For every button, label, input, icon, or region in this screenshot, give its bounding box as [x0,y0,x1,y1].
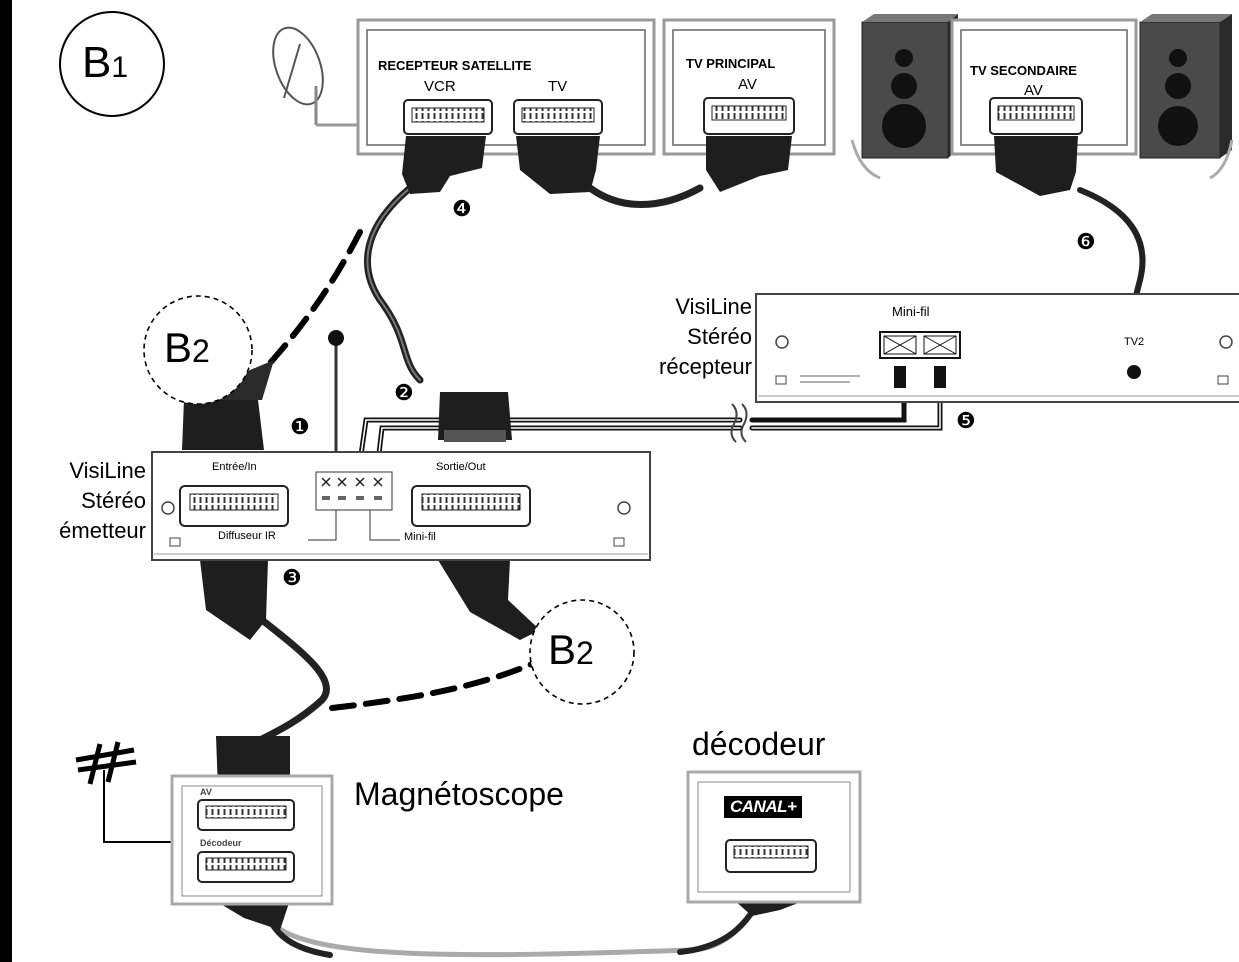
b2-label-lower: B2 [548,626,594,673]
speaker-right-icon [1139,14,1234,180]
vcr-av-label: AV [200,787,212,797]
emitter-ir-label: Diffuseur IR [218,530,276,542]
vcr-box [170,774,334,906]
emitter-box [151,451,651,561]
tv2-label: TV2 [1124,336,1145,348]
vcr-label: Magnétoscope [354,776,564,812]
antenna-icon [75,741,172,843]
port-tv-label: TV [548,78,568,95]
step-2: ❷ [394,380,414,405]
step-4: ❹ [452,196,472,221]
step-1: ❶ [290,414,310,439]
step-3: ❸ [282,565,302,590]
canal-plus-logo: CANAL+ [724,796,803,818]
speaker-left-icon [850,14,958,180]
decoder-box [686,770,862,904]
vcr-decoder-label: Décodeur [200,838,242,848]
receiver-box [755,293,1239,403]
decoder-label: décodeur [692,726,826,762]
emitter-output-label: Sortie/Out [436,461,486,473]
secondary-tv-title: TV SECONDAIRE [970,63,1077,78]
b1-label: B1 [82,38,129,87]
satellite-dish-icon [272,26,360,127]
emitter-minifil-label: Mini-fil [404,531,436,543]
b2-circle-upper [143,295,253,405]
port-vcr-label: VCR [424,78,456,95]
scart-plugs [182,136,1078,930]
satellite-receiver [356,18,656,156]
step-6: ❻ [1076,229,1096,254]
main-tv-av-label: AV [738,76,757,93]
emitter-label: VisiLine Stéréo émetteur [59,458,146,543]
cables [256,184,1146,958]
secondary-tv-av-label: AV [1024,82,1043,99]
b1-circle [59,11,165,117]
satellite-receiver-title: RECEPTEUR SATELLITE [378,58,532,73]
left-margin-bar [0,0,12,962]
receiver-label: VisiLine Stéréo récepteur [659,294,752,379]
secondary-tv [950,18,1138,156]
b2-circle-lower [529,599,635,705]
main-tv-title: TV PRINCIPAL [686,56,776,71]
step-5: ❺ [956,408,976,433]
b2-label-upper: B2 [164,324,210,371]
receiver-minifil-label: Mini-fil [892,304,930,319]
emitter-input-label: Entrée/In [212,461,257,473]
cable-break-mark [730,403,748,443]
